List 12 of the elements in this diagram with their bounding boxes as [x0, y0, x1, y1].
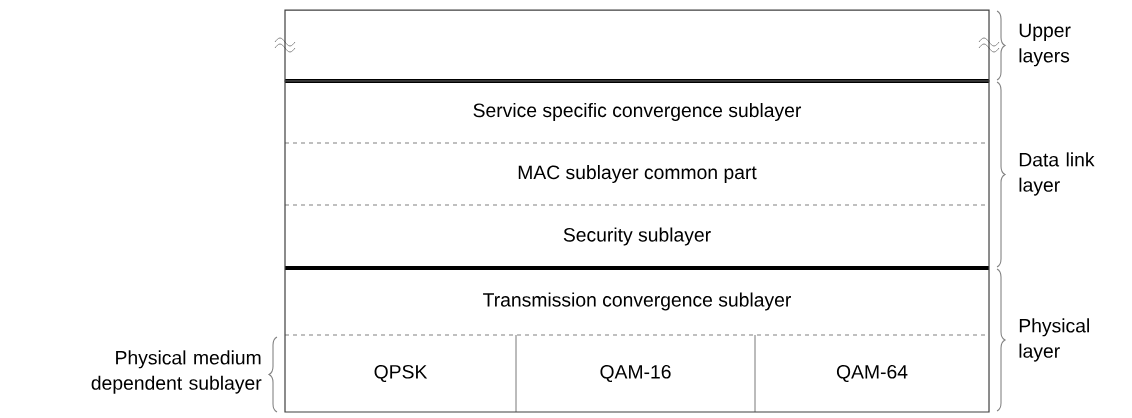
sublayer-cell: QAM-64: [836, 364, 908, 383]
sublayer-cell: Security sublayer: [563, 227, 711, 246]
layer-band: [284, 9, 990, 82]
sublayer-cell: QAM-16: [600, 364, 671, 383]
layer-label: Physical layer: [1019, 318, 1089, 362]
sublayer-cell: Transmission convergence sublayer: [483, 292, 791, 311]
sublayer-label: Physical medium dependent sublayer: [91, 350, 262, 394]
layer-label: Upper layers: [1019, 23, 1071, 67]
layer-label: Data link layer: [1019, 152, 1095, 196]
sublayer-cell: QPSK: [374, 364, 428, 383]
sublayer-cell: Service specific convergence sublayer: [473, 103, 802, 121]
sublayer-cell: MAC sublayer common part: [518, 165, 757, 183]
